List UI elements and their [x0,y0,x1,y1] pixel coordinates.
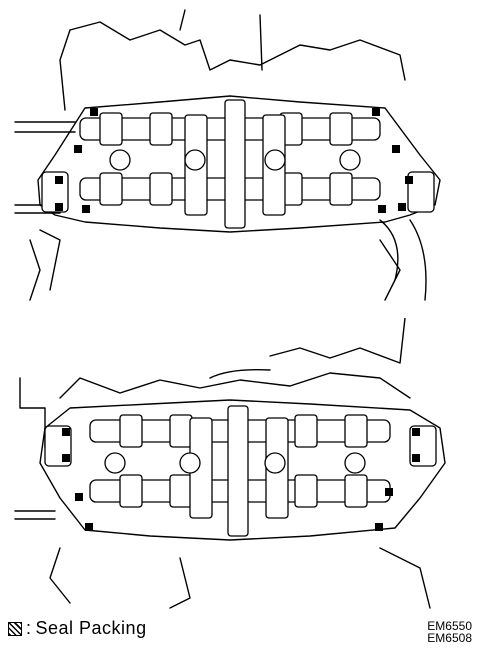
bearing-caps [109,99,361,229]
side-rod-left [14,510,56,520]
bottom-cylinder-head-diagram [14,318,446,609]
top-cylinder-head-diagram [14,9,441,301]
figure-code: EM6508 [427,631,472,645]
seal-packing-swatch-icon [8,621,22,636]
legend-separator: : [26,618,32,638]
engine-block-outline [19,318,431,609]
legend: : Seal Packing [8,618,147,639]
bearing-caps [104,405,366,537]
cylinder-head-outline [39,399,446,541]
cylinder-head-outline [37,95,441,233]
seal-packing-marks [55,108,413,213]
legend-label: Seal Packing [35,618,147,638]
seal-packing-marks [62,428,420,531]
figure-codes: EM6550 EM6508 [427,620,472,644]
figure-code: EM6550 [427,619,472,633]
engine-block-outline [29,9,427,301]
camshaft-end-right [407,171,435,213]
